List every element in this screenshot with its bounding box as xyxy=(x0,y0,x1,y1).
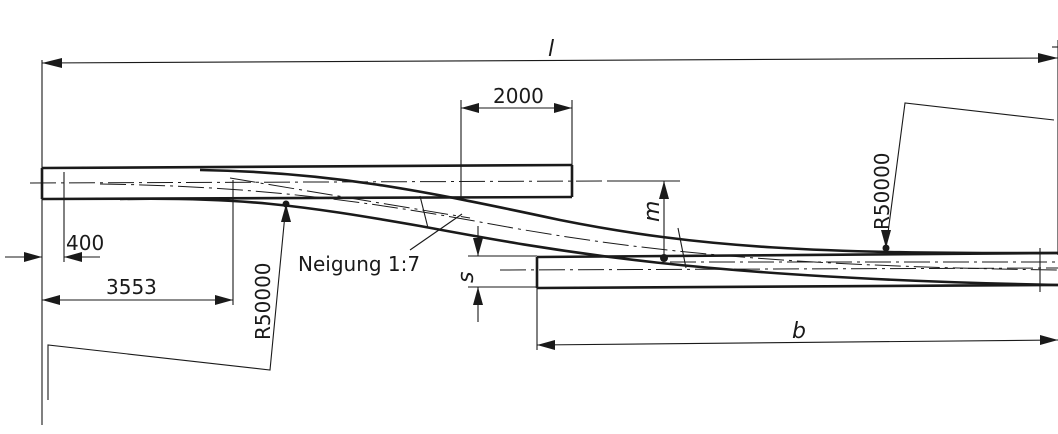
label-offset-small: 400 xyxy=(66,231,104,255)
label-radius-left: R50000 xyxy=(251,262,275,340)
label-branch-length: b xyxy=(792,319,806,344)
label-middle-height: m xyxy=(640,201,665,222)
dim-total-length: l xyxy=(41,37,1058,425)
label-pad-width: 2000 xyxy=(493,84,544,108)
radius-right-leader: R50000 xyxy=(870,102,1055,249)
dim-branch-length: b xyxy=(536,288,1058,350)
label-radius-right: R50000 xyxy=(870,152,894,230)
label-total-length: l xyxy=(548,37,554,62)
s-curve-rails xyxy=(119,168,1058,287)
label-side-offset: s xyxy=(454,272,479,283)
label-straight-section: 3553 xyxy=(106,275,157,299)
label-slope: Neigung 1:7 xyxy=(298,252,420,276)
dim-middle-height: m xyxy=(610,180,687,269)
dim-offset-small: 400 xyxy=(5,172,104,262)
radius-left-leader: R50000 xyxy=(47,203,291,400)
slope-annotation: Neigung 1:7 xyxy=(298,195,463,276)
centre-lines xyxy=(29,177,1058,271)
dim-straight-section: 3553 xyxy=(42,180,234,305)
dim-side-offset: s xyxy=(454,226,537,322)
dim-pad-width: 2000 xyxy=(460,84,573,200)
